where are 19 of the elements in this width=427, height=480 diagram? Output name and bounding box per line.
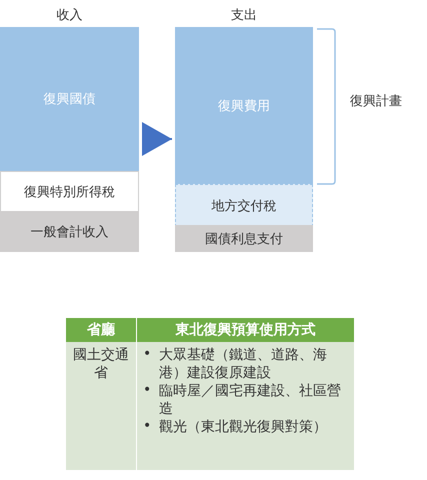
list-item: 大眾基礎（鐵道、道路、海港）建設復原建設 xyxy=(159,346,328,382)
list-item: 臨時屋／國宅再建設、社區營造 xyxy=(159,382,342,418)
list-item: 觀光（東北觀光復興對策） xyxy=(159,418,327,436)
tax-block: 復興特別所得稅 xyxy=(0,171,139,213)
bond-block: 復興國債 xyxy=(0,27,139,171)
bullet: • xyxy=(143,418,152,434)
column-heading: 收入 xyxy=(56,7,84,25)
transfer-tax-block: 地方交付稅 xyxy=(175,184,313,227)
header-cell: 東北復興預算使用方式 xyxy=(136,318,354,342)
bracket-label: 復興計畫 xyxy=(350,93,402,110)
arrow xyxy=(142,122,172,156)
general-revenue-block: 一般會計收入 xyxy=(0,211,139,252)
table-cell: 國土交通省 xyxy=(66,342,136,470)
bullet: • xyxy=(143,346,152,362)
header-cell: 省廳 xyxy=(66,318,136,342)
interest-block: 國債利息支付 xyxy=(175,225,313,252)
bullet: • xyxy=(143,382,152,398)
column-heading: 支出 xyxy=(230,7,258,25)
expense-block: 復興費用 xyxy=(175,27,313,184)
